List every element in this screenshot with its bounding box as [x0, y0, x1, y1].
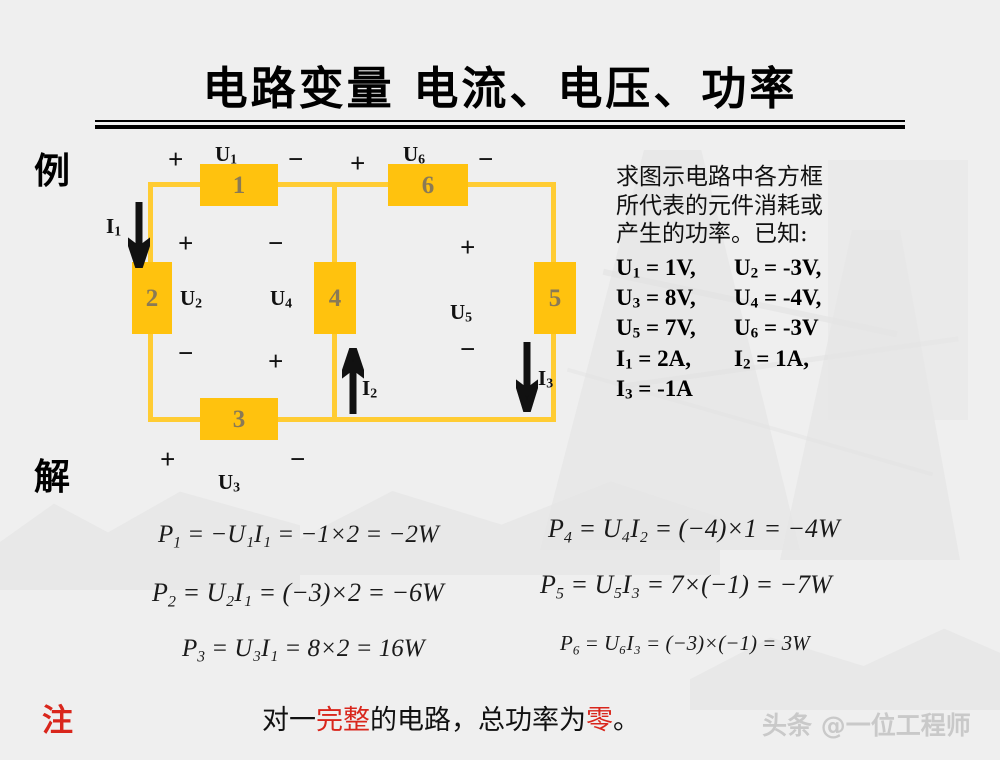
problem-line-1: 求图示电路中各方框 [616, 164, 823, 190]
box-4-label: 4 [328, 284, 342, 312]
wire-bottom [148, 417, 556, 422]
note-text: 对一完整的电路，总功率为零。 [262, 698, 640, 737]
circuit-element-box-2[interactable]: 2 [132, 262, 172, 334]
equation-p2: P2 = U₂I₁ = (−3)×2 = −6W [152, 578, 444, 611]
polarity-minus-u1: − [288, 144, 304, 174]
note-highlight-2: 零 [586, 705, 613, 736]
solution-label: 解 [34, 457, 71, 498]
example-label: 例 [34, 151, 71, 192]
current-arrow-i1-down-icon [128, 202, 150, 268]
equation-p3: P3 = U₃I₁ = 8×2 = 16W [182, 635, 425, 666]
voltage-label-u2: U2 [180, 286, 203, 311]
circuit-element-box-4[interactable]: 4 [314, 262, 356, 334]
problem-statement: 求图示电路中各方框 所代表的元件消耗或 产生的功率。已知: U1 = 1V,U2… [616, 163, 986, 405]
circuit-diagram: 1 6 2 4 5 3 + − + − + − − + + − + − [106, 140, 580, 500]
wire-top-right [398, 182, 556, 187]
polarity-plus-u6: + [350, 148, 366, 178]
note-middle: 的电路，总功率为 [370, 705, 586, 736]
note-highlight-1: 完整 [316, 705, 370, 736]
polarity-minus-u2: − [178, 338, 194, 368]
note-prefix: 对一 [262, 705, 316, 736]
note-suffix: 。 [613, 705, 640, 736]
box-2-label: 2 [145, 284, 159, 312]
given-row: I3 = -1A [616, 376, 693, 404]
equation-p1: P1 = −U₁I₁ = −1×2 = −2W [158, 521, 439, 552]
polarity-plus-u3: + [160, 444, 176, 474]
current-label-i2: I2 [362, 376, 378, 401]
title-rule-thin [95, 120, 905, 122]
box-5-label: 5 [548, 284, 562, 312]
box-1-label: 1 [232, 171, 246, 199]
polarity-minus-u6: − [478, 144, 494, 174]
note-marker: 注 [42, 703, 73, 739]
polarity-minus-u3: − [290, 444, 306, 474]
problem-line-3: 产生的功率。已知: [616, 221, 808, 248]
voltage-label-u4: U4 [270, 286, 293, 311]
circuit-element-box-6[interactable]: 6 [388, 164, 468, 206]
polarity-plus-u1: + [168, 144, 184, 174]
voltage-label-u1: U1 [215, 142, 238, 167]
polarity-plus-u2: + [178, 228, 194, 258]
equation-p4: P4 = U₄I₂ = (−4)×1 = −4W [548, 514, 840, 547]
given-row: U3 = 8V,U4 = -4V, [616, 285, 822, 312]
equation-p5: P5 = U₅I₃ = 7×(−1) = −7W [540, 570, 832, 603]
page-title: 电路变量 电流、电压、功率 [202, 62, 798, 115]
given-row: U1 = 1V,U2 = -3V, [616, 254, 822, 282]
current-label-i1: I1 [106, 214, 122, 239]
polarity-plus-u4: + [268, 346, 284, 376]
polarity-plus-u5: + [460, 232, 476, 262]
circuit-element-box-3[interactable]: 3 [200, 398, 278, 440]
circuit-element-box-5[interactable]: 5 [534, 262, 576, 334]
voltage-label-u3: U3 [218, 470, 241, 495]
circuit-element-box-1[interactable]: 1 [200, 164, 278, 206]
current-arrow-i3-down-icon [516, 342, 538, 412]
equation-p6: P6 = U₆I₃ = (−3)×(−1) = 3W [560, 631, 810, 658]
problem-line-2: 所代表的元件消耗或 [616, 192, 823, 219]
current-label-i3: I3 [538, 366, 554, 391]
given-row: I1 = 2A,I2 = 1A, [616, 345, 810, 373]
polarity-minus-u4: − [268, 228, 284, 258]
author-watermark: 头条 @一位工程师 [762, 711, 971, 740]
box-6-label: 6 [421, 171, 435, 199]
polarity-minus-u5: − [460, 334, 476, 364]
box-3-label: 3 [232, 405, 246, 433]
current-arrow-i2-up-icon [342, 348, 364, 414]
voltage-label-u6: U6 [403, 142, 426, 167]
voltage-label-u5: U5 [450, 300, 473, 325]
title-rule-thick [95, 125, 905, 129]
given-row: U5 = 7V,U6 = -3V [616, 315, 819, 343]
